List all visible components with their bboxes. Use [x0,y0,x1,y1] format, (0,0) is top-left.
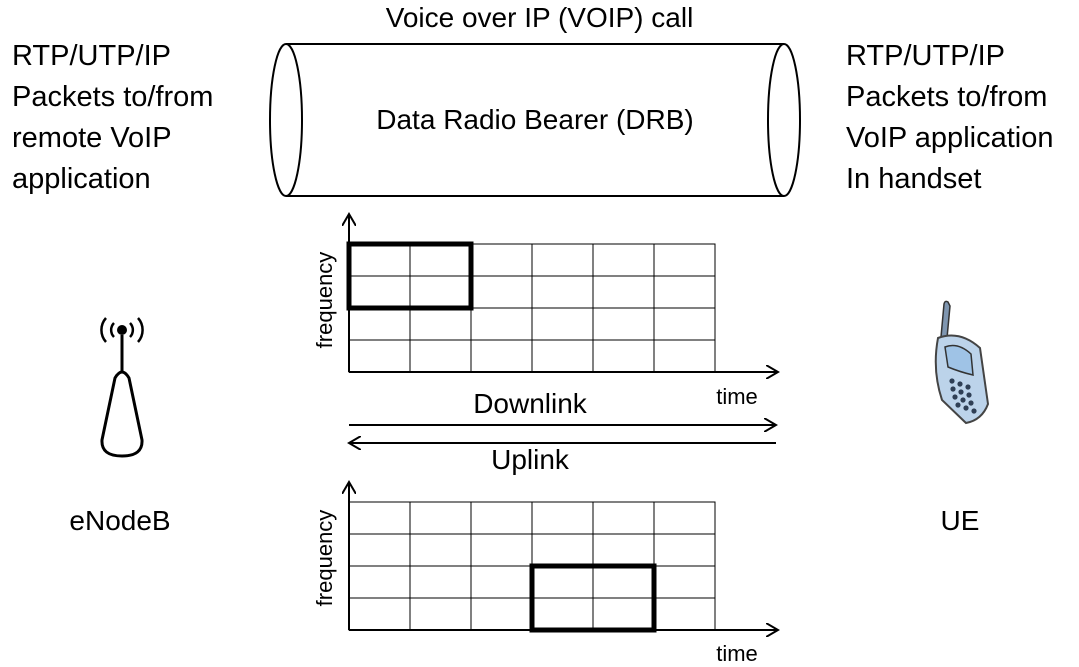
downlink-resource-grid [346,241,716,373]
downlink-grid-cell [348,275,411,309]
uplink-grid-cell [470,501,533,535]
uplink-grid-cell [348,533,411,567]
uplink-grid-cell [409,501,472,535]
uplink-resource-grid [348,501,716,633]
uplink-axes [349,482,778,630]
antenna-tower-icon [100,317,144,458]
uplink-grid-cell [592,597,655,631]
downlink-grid-cell [470,339,533,373]
downlink-grid-cell [592,339,655,373]
downlink-frequency-axis-label: frequency [312,251,337,349]
uplink-grid-cell [470,565,533,599]
ue-label: UE [940,505,980,536]
uplink-grid-cell [531,565,594,599]
downlink-grid-cell [531,307,594,341]
downlink-label: Downlink [473,388,587,419]
uplink-grid-cell [531,597,594,631]
diagram-title: Voice over IP (VOIP) call [385,2,694,33]
uplink-grid-cell [592,501,655,535]
uplink-grid-cell [470,597,533,631]
downlink-grid-cell [653,243,716,277]
uplink-grid-cell [470,533,533,567]
uplink-frequency-axis-label: frequency [312,509,337,607]
downlink-grid-cell [592,275,655,309]
downlink-grid-cell [409,339,472,373]
drb-tube [269,43,801,197]
downlink-grid-cell [348,307,411,341]
enodeb-label: eNodeB [69,505,171,536]
downlink-axes [349,214,778,372]
uplink-grid-cell [409,533,472,567]
uplink-grid-cell [653,597,716,631]
left-description: RTP/UTP/IP Packets to/from remote VoIP a… [12,36,213,200]
downlink-grid-cell [470,243,533,277]
left-line: application [12,163,151,195]
mobile-phone-icon [934,300,990,425]
downlink-grid-cell [348,339,411,373]
uplink-grid-cell [592,533,655,567]
downlink-grid-cell [409,275,472,309]
right-line: Packets to/from [846,81,1048,113]
downlink-grid-cell [531,339,594,373]
uplink-grid-cell [653,501,716,535]
downlink-time-axis-label: time [716,384,758,409]
left-line: remote VoIP [12,122,172,154]
downlink-grid-cell [653,339,716,373]
downlink-grid-cell [409,307,472,341]
uplink-grid-cell [653,565,716,599]
downlink-grid-cell [653,275,716,309]
downlink-grid-cell [531,243,594,277]
right-line: VoIP application [846,122,1054,154]
uplink-grid-cell [653,533,716,567]
left-line: RTP/UTP/IP [12,40,171,72]
uplink-label: Uplink [491,444,569,475]
uplink-grid-cell [348,565,411,599]
downlink-grid-cell [592,307,655,341]
downlink-grid-cell [592,243,655,277]
uplink-time-axis-label: time [716,641,758,666]
bearer-label: Data Radio Bearer (DRB) [376,104,694,135]
uplink-grid-cell [531,501,594,535]
uplink-grid-cell [531,533,594,567]
downlink-grid-cell [531,275,594,309]
uplink-grid-cell [409,565,472,599]
left-line: Packets to/from [12,81,214,113]
uplink-grid-cell [348,597,411,631]
downlink-grid-cell [653,307,716,341]
right-line: In handset [846,163,982,195]
uplink-grid-cell [348,501,411,535]
downlink-grid-cell [470,307,533,341]
downlink-grid-cell [348,243,411,277]
downlink-grid-cell [409,243,472,277]
uplink-grid-cell [592,565,655,599]
uplink-grid-cell [409,597,472,631]
downlink-grid-cell [470,275,533,309]
right-description: RTP/UTP/IP Packets to/from VoIP applicat… [846,36,1053,200]
right-line: RTP/UTP/IP [846,40,1005,72]
